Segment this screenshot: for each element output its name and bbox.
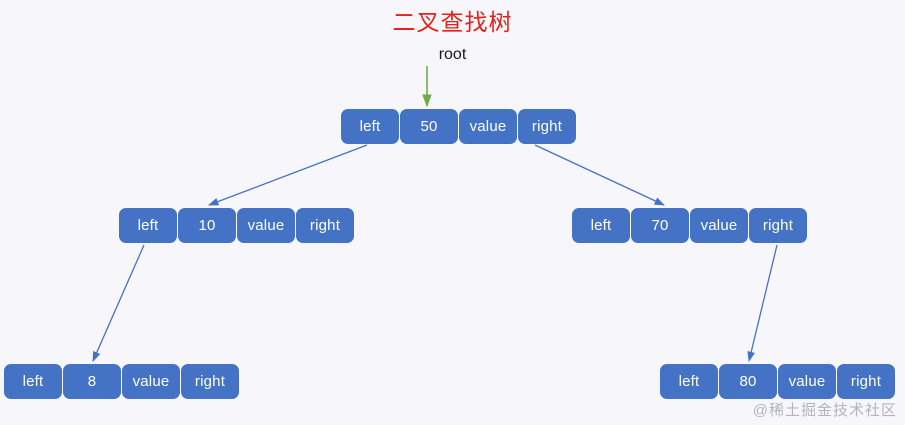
page-title: 二叉查找树 (392, 9, 513, 35)
node-10-cell-key: 10 (178, 208, 236, 243)
node-10-cell-right: right (296, 208, 354, 243)
node-50-cell-right: right (518, 109, 576, 144)
node-8-cell-key: 8 (63, 364, 121, 399)
node-70-cell-value: value (690, 208, 748, 243)
node-50-cell-left: left (341, 109, 399, 144)
node-10-cell-left: left (119, 208, 177, 243)
node-8-cell-left: left (4, 364, 62, 399)
tree-node-8: left 8 value right (4, 364, 239, 399)
node-70-cell-left: left (572, 208, 630, 243)
tree-node-50: left 50 value right (341, 109, 576, 144)
edge-70-right-to-80 (747, 244, 778, 363)
node-80-cell-key: 80 (719, 364, 777, 399)
node-80-cell-value: value (778, 364, 836, 399)
tree-node-10: left 10 value right (119, 208, 354, 243)
tree-node-80: left 80 value right (660, 364, 895, 399)
node-50-cell-value: value (459, 109, 517, 144)
node-8-cell-value: value (122, 364, 180, 399)
watermark: @稀土掘金技术社区 (752, 402, 897, 419)
node-80-cell-left: left (660, 364, 718, 399)
node-80-cell-right: right (837, 364, 895, 399)
root-label: root (438, 46, 467, 63)
node-50-cell-key: 50 (400, 109, 458, 144)
edge-10-left-to-8 (92, 244, 145, 362)
node-10-cell-value: value (237, 208, 295, 243)
edge-50-right-to-70 (534, 144, 665, 206)
node-70-cell-right: right (749, 208, 807, 243)
tree-node-70: left 70 value right (572, 208, 807, 243)
node-8-cell-right: right (181, 364, 239, 399)
edge-50-left-to-10 (208, 144, 368, 206)
node-70-cell-key: 70 (631, 208, 689, 243)
